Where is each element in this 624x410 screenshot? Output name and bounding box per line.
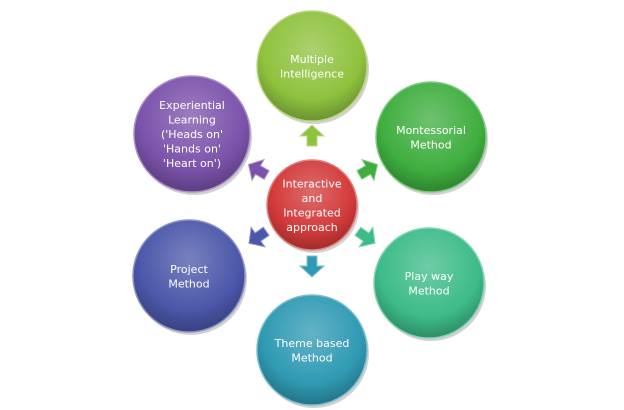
circle-shape — [133, 75, 251, 193]
arrow-to-play-way-method-icon — [354, 225, 376, 248]
node-label-line: Method — [168, 277, 209, 290]
node-label-line: Intelligence — [280, 67, 344, 80]
node-label-line: Theme based — [274, 337, 350, 350]
node-label-line: 'Hands on' — [163, 143, 221, 156]
circle-shape — [375, 81, 487, 193]
circle-shape — [132, 219, 246, 333]
node-label-line: Project — [170, 263, 208, 276]
circle-shape — [266, 159, 358, 251]
node-label-line: Method — [410, 138, 451, 151]
node-label-line: Method — [408, 284, 449, 297]
arrow-to-project-method-icon — [248, 225, 270, 248]
arrow-to-experiential-learning-icon — [247, 158, 270, 182]
node-label-line: Integrated — [283, 206, 341, 219]
circle-shape — [256, 10, 368, 122]
node-label-line: Montessorial — [396, 124, 466, 137]
arrow-to-montessorial-method-icon — [356, 158, 379, 182]
node-label-line: 'Heart on') — [163, 157, 221, 170]
node-label-line: Play way — [405, 270, 454, 283]
node-label-line: Experiential — [159, 99, 225, 112]
circle-shape — [373, 227, 485, 339]
node-label-line: and — [302, 192, 323, 205]
node-label-line: Learning — [168, 114, 216, 127]
node-label-line: approach — [286, 221, 338, 234]
arrow-to-multiple-intelligence-icon — [298, 124, 326, 147]
circle-shape — [256, 294, 368, 406]
arrow-to-theme-based-method-icon — [298, 255, 326, 278]
node-label-line: Multiple — [290, 53, 334, 66]
node-label-line: Method — [291, 351, 332, 364]
node-label-line: Interactive — [282, 177, 341, 190]
node-label-line: ('Heads on' — [161, 128, 223, 141]
